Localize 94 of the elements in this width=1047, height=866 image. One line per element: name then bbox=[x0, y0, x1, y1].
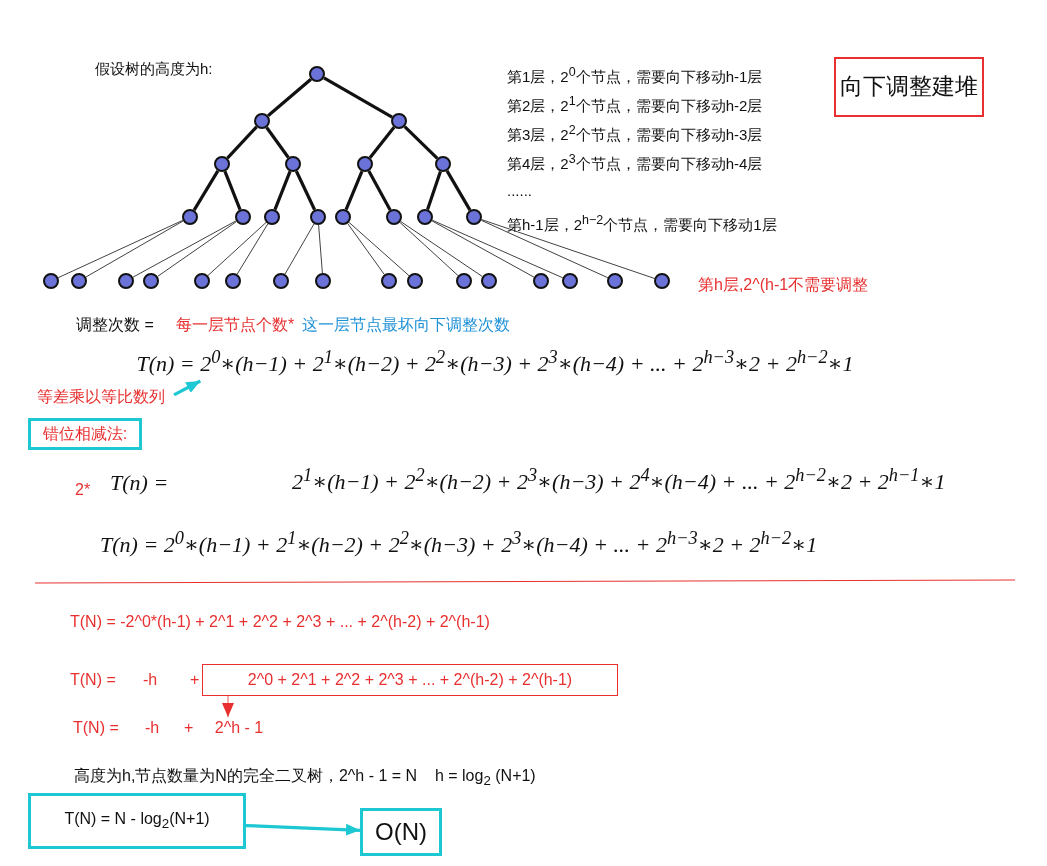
tree-edge bbox=[344, 170, 364, 211]
tree-node bbox=[417, 209, 433, 225]
tree-edge bbox=[481, 219, 655, 279]
level-text: 第4层，2$^{3}$个节点，需要向下移动h-4层 bbox=[507, 152, 763, 173]
formula: T(n) = 2$^{0}$∗(h−1) + 2$^{1}$∗(h−2) + 2$^{2}$∗(h−3) + 2$^{3}$∗(h−4) + ... + 2$^{h−3}$∗2 + 2$^{h−2}$∗1 bbox=[100, 528, 818, 559]
equation-text: T(N) = -2^0*(h-1) + 2^1 + 2^2 + 2^3 + ... + 2^(h-2) + 2^(h-1) bbox=[70, 612, 490, 632]
method-box: 错位相减法: bbox=[28, 418, 142, 450]
tree-edge bbox=[426, 171, 442, 210]
tree-edge bbox=[85, 220, 184, 278]
tree-edge bbox=[236, 223, 269, 275]
tree-node bbox=[264, 209, 280, 225]
tree-edge bbox=[294, 170, 317, 211]
multiplier-text: 2* bbox=[75, 480, 91, 500]
title-box: 向下调整建堆 bbox=[834, 57, 984, 117]
statement-text: 高度为h,节点数量为N的完全二叉树，2^h - 1 = N h = log$_{2}$ (N+1) bbox=[74, 766, 536, 790]
tree-node bbox=[235, 209, 251, 225]
formula: 2$^{1}$∗(h−1) + 2$^{2}$∗(h−2) + 2$^{3}$∗(h−3) + 2$^{4}$∗(h−4) + ... + 2$^{h−2}$∗2 + 2$^{h−1}$∗1 bbox=[292, 465, 946, 496]
note-text: 第h层,2^(h-1不需要调整 bbox=[698, 275, 869, 295]
tree-node bbox=[562, 273, 578, 289]
level-text: 第h-1层，2$^{h−2}$个节点，需要向下移动1层 bbox=[507, 213, 777, 234]
tree-node bbox=[407, 273, 423, 289]
tree-edge bbox=[431, 220, 535, 278]
tree-node bbox=[225, 273, 241, 289]
tree-node bbox=[285, 156, 301, 172]
tree-edge bbox=[399, 222, 459, 276]
complexity-box: O(N) bbox=[360, 808, 442, 856]
tree-edge bbox=[445, 170, 472, 211]
tree-node bbox=[310, 209, 326, 225]
tree-edge bbox=[132, 220, 237, 278]
tree-edge bbox=[347, 223, 385, 275]
arrow bbox=[245, 823, 361, 836]
annotation-text: 等差乘以等比数列 bbox=[28, 386, 174, 408]
tree-edge bbox=[318, 224, 323, 274]
tree-edge bbox=[284, 223, 315, 275]
label-text: 调整次数 = bbox=[76, 315, 154, 335]
tree-node bbox=[309, 66, 325, 82]
tree-node bbox=[381, 273, 397, 289]
tree-node bbox=[391, 113, 407, 129]
tree-node bbox=[386, 209, 402, 225]
tree-edge bbox=[223, 170, 242, 211]
tree-node bbox=[533, 273, 549, 289]
tree-node bbox=[315, 273, 331, 289]
tree-node bbox=[143, 273, 159, 289]
tree-edge bbox=[273, 170, 292, 211]
equation-text: T(N) = bbox=[73, 718, 119, 738]
tree-node bbox=[466, 209, 482, 225]
result-term: 2^h - 1 bbox=[203, 717, 275, 739]
tree-edge bbox=[368, 126, 396, 159]
tree-edge bbox=[207, 222, 267, 276]
label-text: 每一层节点个数* bbox=[176, 315, 295, 335]
tree-node bbox=[435, 156, 451, 172]
level-text: 第3层，2$^{2}$个节点，需要向下移动h-3层 bbox=[507, 123, 763, 144]
equation-text: + bbox=[190, 670, 200, 690]
tree-edge bbox=[57, 219, 184, 279]
formula: T(n) = 2$^{0}$∗(h−1) + 2$^{1}$∗(h−2) + 2$^{2}$∗(h−3) + 2$^{3}$∗(h−4) + ... + 2$^{h−3}$∗2 + 2$^{h−2}$∗1 bbox=[100, 343, 890, 381]
tree-edge bbox=[348, 221, 410, 277]
tree-edge bbox=[400, 221, 483, 277]
tree-edge bbox=[480, 219, 609, 279]
tree-edge bbox=[265, 126, 290, 159]
equation-text: -h bbox=[145, 718, 160, 738]
equation-text: -h bbox=[143, 670, 158, 690]
equation-text: T(N) = bbox=[70, 670, 116, 690]
tree-node bbox=[182, 209, 198, 225]
tree-node bbox=[481, 273, 497, 289]
level-text: 第1层，2$^{0}$个节点，需要向下移动h-1层 bbox=[507, 65, 763, 86]
tree-node bbox=[214, 156, 230, 172]
tree-node bbox=[71, 273, 87, 289]
formula: T(n) = bbox=[110, 470, 169, 497]
tree-node bbox=[357, 156, 373, 172]
heading-text: 假设树的高度为h: bbox=[95, 60, 213, 78]
arrow bbox=[173, 379, 202, 397]
tree-node bbox=[607, 273, 623, 289]
tree-edge bbox=[323, 76, 393, 119]
tree-node bbox=[456, 273, 472, 289]
tree-node bbox=[43, 273, 59, 289]
tree-edge bbox=[192, 170, 220, 211]
tree-edge bbox=[267, 78, 312, 117]
tree-node bbox=[118, 273, 134, 289]
tree-node bbox=[273, 273, 289, 289]
tree-edge bbox=[431, 219, 564, 279]
sum-box: 2^0 + 2^1 + 2^2 + 2^3 + ... + 2^(h-2) + 2^(h-1) bbox=[202, 664, 618, 696]
level-text: 第2层，2$^{1}$个节点，需要向下移动h-2层 bbox=[507, 94, 763, 115]
tree-edge bbox=[367, 170, 392, 211]
tree-node bbox=[254, 113, 270, 129]
ellipsis-text: ...... bbox=[507, 182, 532, 200]
tree-node bbox=[654, 273, 670, 289]
tree-node bbox=[335, 209, 351, 225]
label-text: 这一层节点最坏向下调整次数 bbox=[302, 315, 510, 335]
result-box: T(N) = N - log$_{2}$(N+1) bbox=[28, 793, 246, 849]
tree-edge bbox=[226, 125, 258, 160]
tree-edge bbox=[157, 221, 237, 277]
tree-node bbox=[194, 273, 210, 289]
tree-edge bbox=[403, 125, 439, 160]
equation-text: + bbox=[184, 718, 194, 738]
